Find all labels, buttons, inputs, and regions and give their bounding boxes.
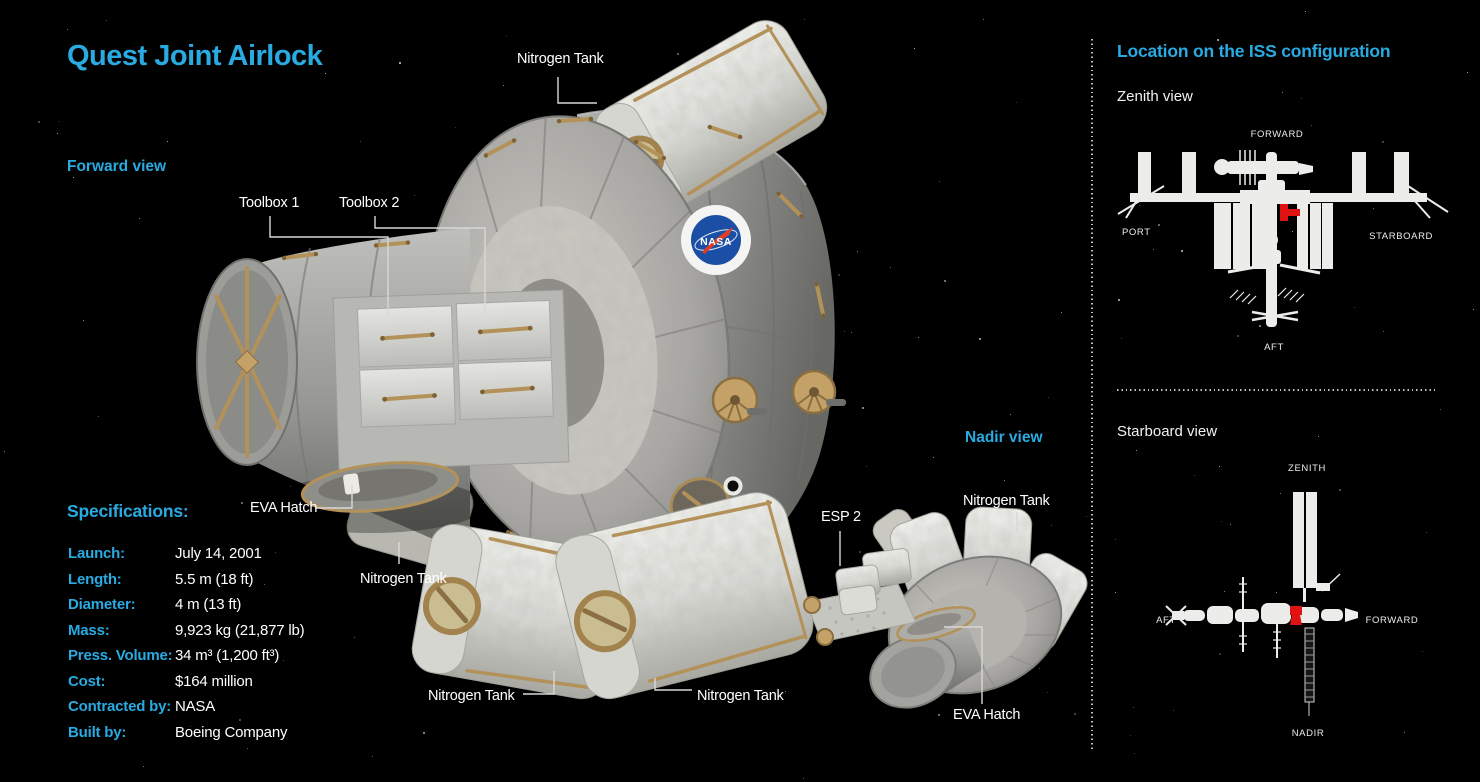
valve-wheel-left [711, 376, 767, 424]
spec-value: 9,923 kg (21,877 lb) [175, 621, 305, 639]
iss-starboard-diagram [1165, 492, 1358, 716]
leader-nitrogen-tank-top [557, 77, 597, 104]
annotation-leader-lines [269, 77, 1018, 704]
spec-value: NASA [175, 698, 216, 715]
nadir-view-illustration [803, 506, 1088, 709]
iss-zenith-diagram [1117, 150, 1449, 327]
spec-value: July 14, 2001 [175, 545, 262, 562]
spec-label: Launch: [68, 545, 125, 562]
leader-toolbox-2 [374, 216, 486, 317]
leader-eva-hatch-forward [316, 485, 353, 509]
spec-value: Boeing Company [175, 723, 288, 741]
eva-hatch-forward [255, 461, 485, 533]
annotation-nitrogen-tank-top: Nitrogen Tank [517, 51, 604, 67]
esp2-pallet [803, 548, 917, 646]
nadir-view-label: Nadir view [965, 429, 1043, 446]
quest-location-marker-starboard [1290, 606, 1302, 625]
zenith-direction-forward: FORWARD [1250, 129, 1304, 140]
spec-value: 4 m (13 ft) [175, 596, 242, 613]
starboard-direction-aft: AFT [1156, 615, 1176, 626]
solar-boom [1304, 627, 1315, 716]
spec-label: Mass: [68, 621, 110, 639]
panel-divider-horizontal [1117, 389, 1438, 391]
zenith-direction-aft: AFT [1264, 342, 1284, 353]
spec-value: $164 million [175, 672, 253, 690]
leader-nitrogen-tank-bottom-right [654, 678, 692, 691]
leader-nitrogen-tank-bottom-left [523, 671, 555, 695]
eva-hatch-nadir [896, 606, 976, 642]
annotation-eva-hatch-nadir: EVA Hatch [953, 707, 1021, 723]
nadir-crew-lock [869, 604, 985, 709]
spec-label: Built by: [68, 723, 127, 741]
valve-wheel-right [791, 369, 846, 415]
specifications-table: Launch: July 14, 2001 Length: 5.5 m (18 … [68, 545, 305, 749]
zenith-direction-port: PORT [1122, 227, 1151, 238]
annotation-nitrogen-tank-left: Nitrogen Tank [360, 571, 447, 587]
spec-label: Length: [68, 570, 122, 588]
nasa-logo: NASA [681, 205, 751, 275]
spec-label: Diameter: [68, 596, 136, 613]
specifications-heading: Specifications: [67, 501, 189, 521]
annotation-nitrogen-tank-bottom-left: Nitrogen Tank [428, 688, 515, 704]
annotation-toolbox-2: Toolbox 2 [339, 195, 400, 211]
starboard-direction-zenith: ZENITH [1288, 463, 1326, 474]
iss-panel-heading: Location on the ISS configuration [1117, 41, 1391, 61]
annotation-esp-2: ESP 2 [821, 509, 861, 525]
spec-label: Contracted by: [68, 698, 172, 715]
annotation-eva-hatch-forward: EVA Hatch [250, 500, 318, 516]
leader-toolbox-1 [269, 216, 389, 316]
forward-view-label: Forward view [67, 158, 167, 175]
leader-eva-hatch-nadir [944, 626, 983, 704]
page-title: Quest Joint Airlock [67, 40, 323, 72]
nasa-logo-text: NASA [700, 236, 732, 248]
annotation-toolbox-1: Toolbox 1 [239, 195, 300, 211]
toolbox-assembly [332, 289, 570, 471]
starboard-view-title: Starboard view [1117, 423, 1218, 440]
spec-label: Press. Volume: [68, 647, 173, 664]
forward-view-illustration: NASA [196, 20, 846, 700]
annotation-nitrogen-tank-bottom-right: Nitrogen Tank [697, 688, 784, 704]
starboard-direction-forward: FORWARD [1365, 615, 1419, 626]
spec-label: Cost: [68, 672, 106, 690]
spec-value: 5.5 m (18 ft) [175, 570, 254, 588]
starboard-direction-nadir: NADIR [1291, 728, 1325, 739]
panel-divider-vertical [1091, 39, 1093, 751]
annotation-nitrogen-tank-nadir: Nitrogen Tank [963, 493, 1050, 509]
nitrogen-tank-bottom-right-shape [555, 492, 814, 700]
quest-location-marker-zenith [1280, 204, 1300, 221]
spec-value: 34 m³ (1,200 ft³) [175, 647, 280, 664]
zenith-view-title: Zenith view [1117, 88, 1193, 105]
zenith-direction-starboard: STARBOARD [1369, 231, 1433, 242]
